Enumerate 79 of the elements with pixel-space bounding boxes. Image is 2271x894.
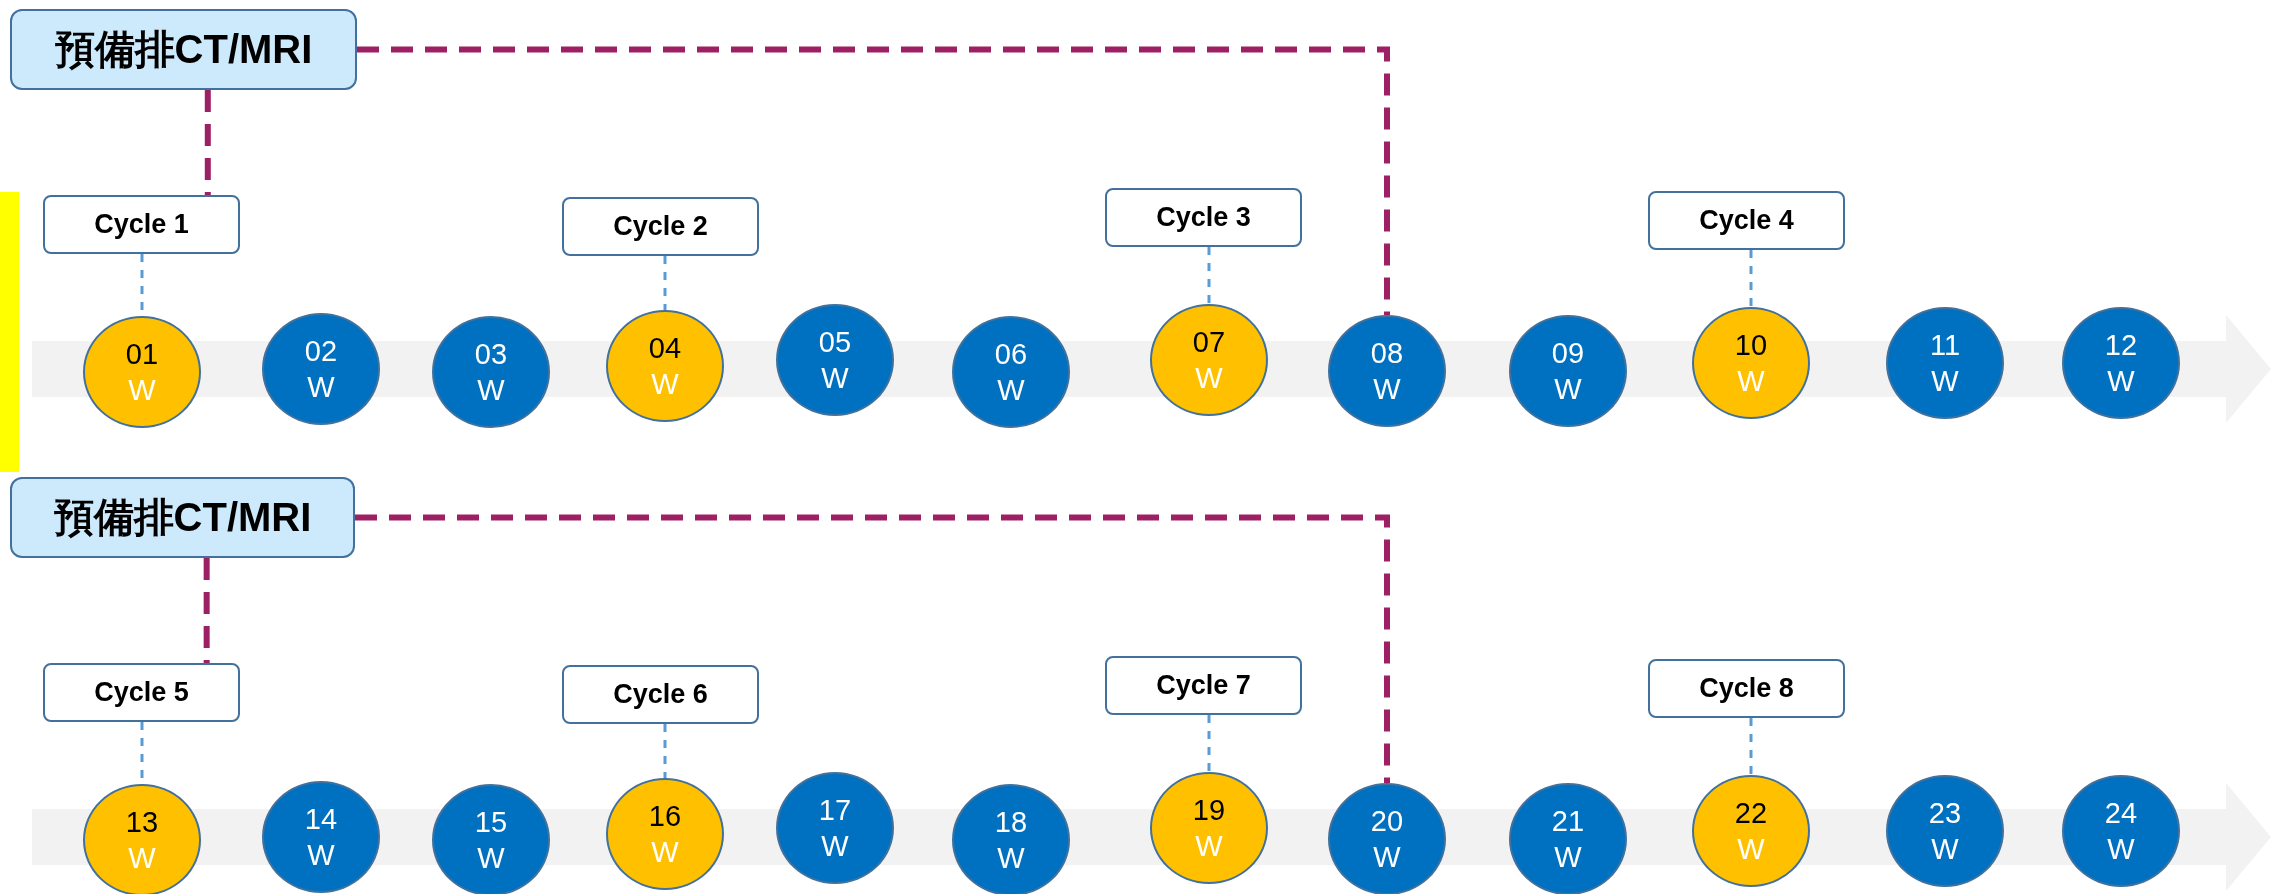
dashed-leader-line	[663, 256, 667, 310]
week-number: 03	[474, 337, 508, 372]
week-unit: W	[477, 373, 505, 408]
week-unit: W	[651, 835, 679, 870]
week-number: 01	[125, 337, 159, 372]
cycle-box	[1105, 188, 1302, 247]
week-unit: W	[1737, 832, 1765, 867]
week-number: 05	[818, 325, 852, 360]
week-unit: W	[821, 829, 849, 864]
week-number: 04	[648, 331, 682, 366]
week-number: 15	[474, 805, 508, 840]
cycle-box	[1648, 659, 1845, 718]
week-unit: W	[307, 838, 335, 873]
week-unit: W	[128, 373, 156, 408]
box-label: Cycle 5	[94, 677, 189, 708]
cycle-box	[43, 195, 240, 254]
week-number: 21	[1551, 804, 1585, 839]
box-label: Cycle 3	[1156, 202, 1251, 233]
week-number: 20	[1370, 804, 1404, 839]
week-unit: W	[997, 373, 1025, 408]
week-number: 24	[2104, 796, 2138, 831]
week-number: 09	[1551, 336, 1585, 371]
week-number: 12	[2104, 328, 2138, 363]
week-unit: W	[128, 841, 156, 876]
week-number: 06	[994, 337, 1028, 372]
cycle-box	[562, 665, 759, 724]
dashed-leader-line	[663, 724, 667, 778]
week-number: 16	[648, 799, 682, 834]
week-unit: W	[1373, 372, 1401, 407]
week-unit: W	[1195, 361, 1223, 396]
week-unit: W	[651, 367, 679, 402]
box-label: Cycle 2	[613, 211, 708, 242]
box-label: 預備排CT/MRI	[54, 26, 313, 73]
dashed-leader-line	[1749, 250, 1753, 307]
week-unit: W	[1195, 829, 1223, 864]
cycle-box	[562, 197, 759, 256]
cycle-box	[43, 663, 240, 722]
week-unit: W	[2107, 364, 2135, 399]
week-unit: W	[1373, 840, 1401, 875]
week-unit: W	[2107, 832, 2135, 867]
dashed-connector	[355, 514, 1390, 783]
week-unit: W	[1554, 840, 1582, 875]
cycle-box	[1105, 656, 1302, 715]
week-unit: W	[1931, 832, 1959, 867]
dashed-leader-line	[1207, 715, 1211, 772]
week-number: 11	[1929, 328, 1961, 363]
week-number: 08	[1370, 336, 1404, 371]
dashed-connector	[204, 90, 211, 195]
week-number: 07	[1192, 325, 1226, 360]
box-label: Cycle 6	[613, 679, 708, 710]
box-label: Cycle 7	[1156, 670, 1251, 701]
week-number: 17	[818, 793, 852, 828]
dashed-connector	[357, 46, 1390, 315]
week-number: 23	[1928, 796, 1962, 831]
week-number: 02	[304, 334, 338, 369]
week-number: 13	[125, 805, 159, 840]
week-unit: W	[997, 841, 1025, 876]
box-label: Cycle 8	[1699, 673, 1794, 704]
week-number: 22	[1734, 796, 1768, 831]
exam-box	[10, 9, 357, 90]
cycle-box	[1648, 191, 1845, 250]
week-number: 14	[304, 802, 338, 837]
side-bar	[0, 192, 19, 472]
dashed-leader-line	[1207, 247, 1211, 304]
week-unit: W	[307, 370, 335, 405]
week-unit: W	[477, 841, 505, 876]
box-label: Cycle 1	[94, 209, 189, 240]
dashed-connector	[203, 558, 210, 663]
week-unit: W	[1931, 364, 1959, 399]
week-number: 19	[1192, 793, 1226, 828]
exam-box	[10, 477, 355, 558]
week-unit: W	[1737, 364, 1765, 399]
week-number: 10	[1734, 328, 1768, 363]
week-unit: W	[821, 361, 849, 396]
dashed-leader-line	[1749, 718, 1753, 775]
box-label: 預備排CT/MRI	[53, 494, 312, 541]
box-label: Cycle 4	[1699, 205, 1794, 236]
week-number: 18	[994, 805, 1028, 840]
week-unit: W	[1554, 372, 1582, 407]
